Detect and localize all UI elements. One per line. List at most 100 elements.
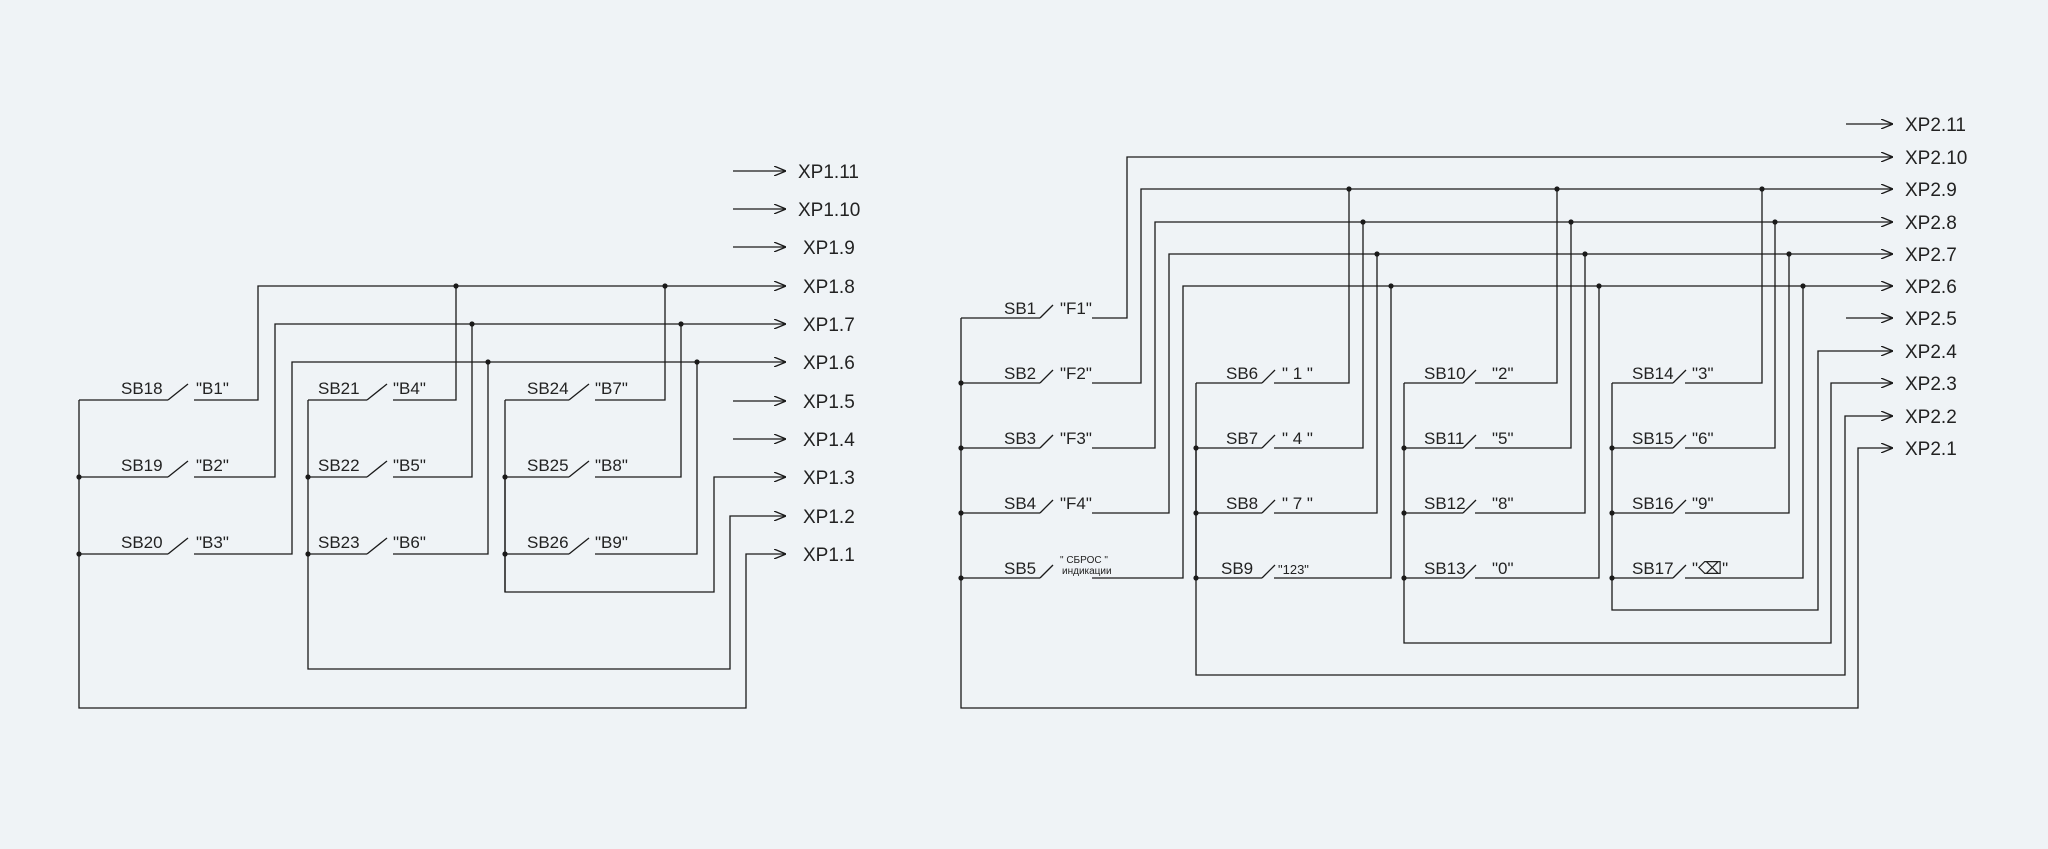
switch-label-sb14: SB14 [1632,364,1674,383]
junction-dot [1609,575,1615,581]
switch-contact [1039,564,1054,579]
switch-caption-sb21: "B4" [393,379,426,398]
junction-dot [1568,219,1574,225]
connector-label: XP1.2 [803,507,855,528]
switch-contact [1672,434,1687,449]
switch-contact [1462,564,1477,579]
riser [595,324,682,478]
wire-xp1-7 [194,324,786,478]
switch-caption-sb22: "B5" [393,456,426,475]
xp1-common [79,399,569,592]
switch-label-sb23: SB23 [318,533,360,552]
switch-label-sb12: SB12 [1424,494,1466,513]
switch-label-sb13: SB13 [1424,559,1466,578]
switch-caption-sb18: "B1" [196,379,229,398]
wire-xp1-8 [194,286,786,401]
switch-caption-sb23: "B6" [393,533,426,552]
switch-label-sb8: SB8 [1226,494,1258,513]
connector-label: XP1.7 [803,315,855,336]
junction-dot [1193,510,1199,516]
junction-dot [1554,186,1560,192]
switch-contact [366,383,388,401]
xp1-switch-labels: SB18 "B1" SB19 "B2" SB20 "B3" SB21 "B4" … [121,379,628,552]
connector-label: XP1.8 [803,277,855,298]
switch-caption-sb7: " 4 " [1282,429,1313,448]
xp1-bus-lines [78,171,786,709]
switch-caption-sb5-line1: " СБРОС " [1060,555,1108,566]
connector-label: XP2.8 [1905,213,1957,234]
connector-label: XP2.1 [1905,439,1957,460]
switch-label-sb5: SB5 [1004,559,1036,578]
riser [393,362,489,555]
connector-label: XP2.2 [1905,407,1957,428]
switch-caption-sb15: "6" [1692,429,1714,448]
connector-label: XP1.11 [798,162,859,183]
switch-contact [1261,434,1276,449]
switch-contact [1039,369,1054,384]
riser [595,362,698,555]
wire-xp2-7 [1092,254,1893,514]
junction-dot [453,283,459,289]
riser [1685,189,1763,384]
junction-dot [1388,283,1394,289]
switch-caption-sb1: "F1" [1060,299,1092,318]
wire-xp1-2 [307,400,786,670]
xp1-risers [393,286,698,555]
switch-contact [1462,369,1477,384]
switch-caption-sb16: "9" [1692,494,1714,513]
switch-contact [1672,564,1687,579]
switch-caption-sb3: "F3" [1060,429,1092,448]
connector-label: XP2.11 [1905,115,1966,136]
connector-label: XP1.10 [798,200,860,221]
junction-dot [1786,251,1792,257]
wire-xp2-10 [1092,157,1893,319]
junction-dot [1346,186,1352,192]
switch-label-sb4: SB4 [1004,494,1036,513]
riser [1274,189,1350,384]
switch-caption-sb2: "F2" [1060,364,1092,383]
switch-caption-sb6: " 1 " [1282,364,1313,383]
switch-caption-sb20: "B3" [196,533,229,552]
switch-label-sb18: SB18 [121,379,163,398]
riser [1274,222,1364,449]
switch-label-sb26: SB26 [527,533,569,552]
connector-label: XP2.9 [1905,180,1957,201]
switch-contact [167,537,189,555]
connector-label: XP1.3 [803,468,855,489]
riser [1475,254,1586,514]
xp2-contacts [1039,304,1687,579]
xp2-connector-labels: XP2.11 XP2.10 XP2.9 XP2.8 XP2.7 XP2.6 XP… [1905,115,1967,460]
wire-xp2-9 [1092,189,1893,384]
switch-label-sb10: SB10 [1424,364,1466,383]
switch-contact [568,460,590,478]
junction-dot [1374,251,1380,257]
wire-xp2-4 [1611,351,1893,611]
junction-dot [662,283,668,289]
switch-label-sb1: SB1 [1004,299,1036,318]
riser [1274,254,1378,514]
junction-dot [502,551,508,557]
connector-label: XP1.5 [803,392,855,413]
wire-xp2-3 [1403,383,1893,644]
switch-contact [1261,564,1276,579]
switch-contact [366,460,388,478]
wire-xp2-8 [1092,222,1893,449]
connector-label: XP2.10 [1905,148,1967,169]
switch-contact [1261,369,1276,384]
switch-caption-sb14: "3" [1692,364,1714,383]
xp1-junctions [76,283,700,557]
junction-dot [1193,445,1199,451]
switch-contact [1039,434,1054,449]
junction-dot [1401,445,1407,451]
riser [393,286,457,401]
switch-label-sb6: SB6 [1226,364,1258,383]
junction-dot [76,551,82,557]
xp2-switch-labels: SB1 "F1" SB2 "F2" SB3 "F3" SB4 "F4" SB5 … [1004,299,1728,578]
switch-label-sb19: SB19 [121,456,163,475]
switch-contact [366,537,388,555]
xp1-contacts [167,383,590,555]
junction-dot [958,380,964,386]
switch-label-sb22: SB22 [318,456,360,475]
connector-label: XP2.5 [1905,309,1957,330]
